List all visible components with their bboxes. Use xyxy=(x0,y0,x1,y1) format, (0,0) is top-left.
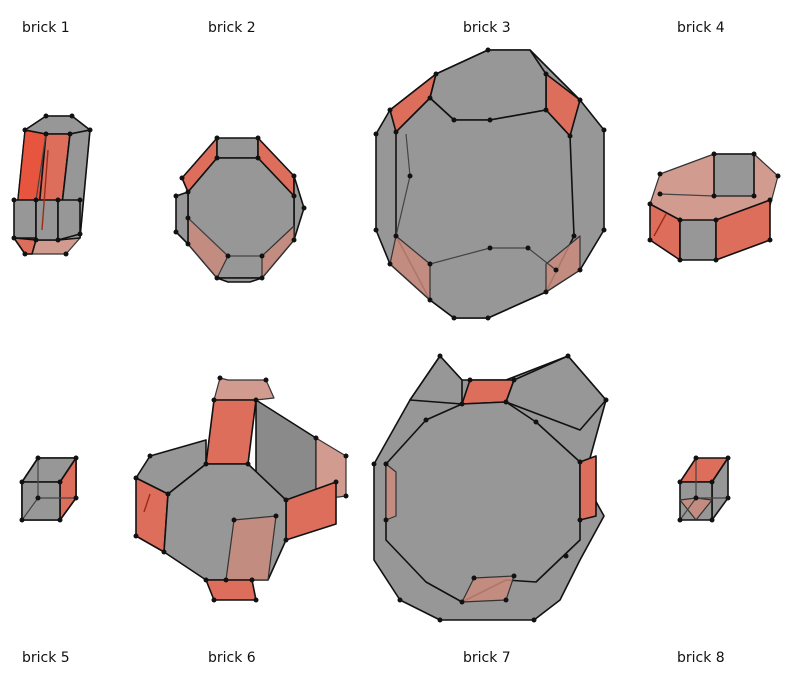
brick-2-label: brick 2 xyxy=(208,20,256,36)
brick-5-polyhedron xyxy=(19,455,79,523)
brick-7-label: brick 7 xyxy=(463,650,511,666)
brick-2-polyhedron xyxy=(173,135,307,283)
brick-1-label: brick 1 xyxy=(22,20,70,36)
brick-6-label: brick 6 xyxy=(208,650,256,666)
brick-8-label: brick 8 xyxy=(677,650,725,666)
brick-7-polyhedron xyxy=(371,353,609,623)
brick-3-polyhedron xyxy=(373,47,607,321)
brick-4-polyhedron xyxy=(647,151,781,263)
brick-1-polyhedron xyxy=(11,113,93,257)
brick-4-label: brick 4 xyxy=(677,20,725,36)
brick-8-polyhedron xyxy=(677,455,731,523)
brick-3-label: brick 3 xyxy=(463,20,511,36)
brick-6-polyhedron xyxy=(133,375,349,603)
brick-5-label: brick 5 xyxy=(22,650,70,666)
